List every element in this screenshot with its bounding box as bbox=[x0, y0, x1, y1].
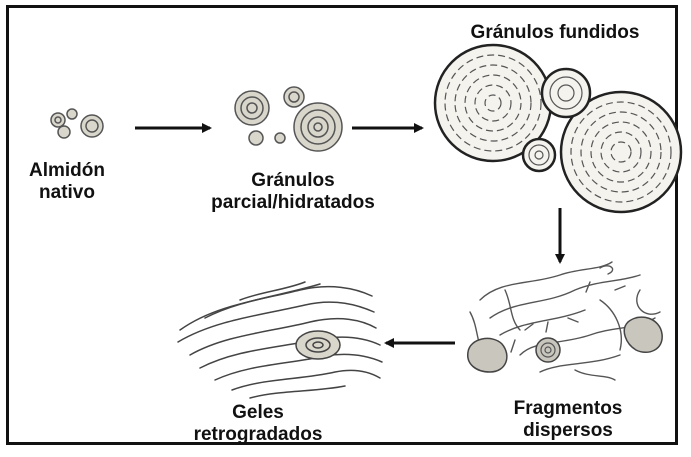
fused-granules bbox=[435, 45, 681, 212]
label-gels-line1: Geles bbox=[178, 402, 338, 424]
label-partial-line2: parcial/hidratados bbox=[188, 192, 398, 214]
label-fragments-line2: dispersos bbox=[488, 420, 648, 442]
native-starch-granules bbox=[51, 109, 103, 138]
retrograded-gels bbox=[178, 282, 382, 398]
label-fused-granules: Gránulos fundidos bbox=[436, 22, 674, 44]
label-dispersed-fragments: Fragmentos dispersos bbox=[488, 398, 648, 442]
label-native-line2: nativo bbox=[22, 182, 112, 204]
fragment-blobs bbox=[468, 317, 662, 372]
label-fused-line1: Gránulos fundidos bbox=[436, 22, 674, 44]
label-native-starch: Almidón nativo bbox=[22, 160, 112, 204]
retrograded-gel-rings bbox=[296, 331, 340, 359]
label-partial-line1: Gránulos bbox=[188, 170, 398, 192]
label-partial-granules: Gránulos parcial/hidratados bbox=[188, 170, 398, 214]
label-gels-line2: retrogradados bbox=[178, 424, 338, 446]
label-native-line1: Almidón bbox=[22, 160, 112, 182]
label-fragments-line1: Fragmentos bbox=[488, 398, 648, 420]
partial-hydrated-granules bbox=[235, 87, 342, 151]
label-retrograded-gels: Geles retrogradados bbox=[178, 402, 338, 446]
